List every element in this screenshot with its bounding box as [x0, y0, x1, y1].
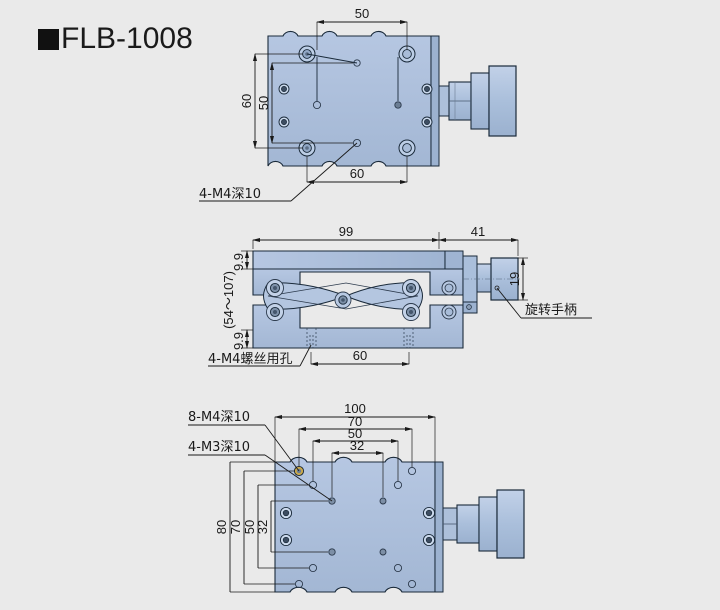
- dim-bottom-70-label: 70: [348, 414, 362, 429]
- bottom-view-dim-50: 50: [312, 426, 399, 481]
- dim-bottom-70v-label: 70: [228, 520, 243, 534]
- bottom-view-dim-32: 32: [331, 438, 384, 497]
- dim-bottom-32-label: 32: [350, 438, 364, 453]
- dim-side-99-label: 99: [339, 224, 353, 239]
- bottom-view-dim-32v: 32: [255, 500, 328, 553]
- bottom-view-dim-80v: 80: [214, 461, 275, 593]
- bottom-view-callout-4m3: 4-M3深10: [188, 440, 333, 502]
- callout-4m3-deep10-label: 4-M3深10: [188, 440, 250, 455]
- dim-top-60v-label: 60: [239, 94, 254, 108]
- bottom-view-side-screws: [279, 506, 436, 547]
- top-view-dim-60-vertical: 60: [239, 53, 303, 149]
- side-view-dim-99top: 9.9: [231, 250, 253, 271]
- top-view-dim-50-vertical: 50: [256, 62, 353, 144]
- dim-bottom-80-label: 80: [214, 520, 229, 534]
- side-view-dim-41: 41: [438, 224, 519, 256]
- side-view-end-face: [444, 250, 464, 270]
- dim-bottom-100-label: 100: [344, 401, 366, 416]
- side-view-callout-screwhole: 4-M4螺丝用孔: [208, 344, 312, 367]
- top-view-dim-50-horizontal: 50: [316, 6, 408, 50]
- bottom-view-dim-70v: 70: [228, 470, 295, 585]
- side-view-scissor-linkage: [263, 279, 423, 321]
- side-view-dim-99bottom: 9.9: [231, 329, 253, 350]
- bottom-view-handle: [442, 489, 525, 559]
- side-view-handle: [462, 255, 520, 314]
- side-view-dim-height-range: (54～107): [221, 271, 236, 329]
- side-view-callout-handle: 旋转手柄: [494, 285, 592, 319]
- top-view-callout-4m4: 4-M4深10: [199, 142, 358, 202]
- dim-bottom-32v-label: 32: [255, 520, 270, 534]
- side-view-dim-60: 60: [310, 348, 410, 367]
- bottom-view: 100 70 50 32: [188, 401, 525, 593]
- bottom-view-body: [274, 456, 444, 593]
- dim-side-41-label: 41: [471, 224, 485, 239]
- dim-side-height-range-label: (54～107): [221, 271, 236, 329]
- side-view-lower-carrier: [252, 304, 464, 349]
- top-view-side-screws: [278, 83, 433, 128]
- side-view-right-bores: [441, 280, 457, 320]
- side-view: 99 41 19 9.9: [208, 224, 592, 367]
- callout-rotary-handle-label: 旋转手柄: [525, 303, 577, 318]
- dim-side-step-bottom-label: 9.9: [231, 332, 246, 350]
- top-view: 50 60 60 50: [199, 6, 517, 202]
- side-view-hidden-holes: [306, 328, 414, 348]
- bottom-view-dim-50v: 50: [242, 484, 309, 569]
- top-view-dim-60-horizontal: 60: [306, 156, 408, 185]
- dim-bottom-50-label: 50: [348, 426, 362, 441]
- top-view-body: [267, 30, 440, 167]
- bottom-view-hole-pattern: [293, 465, 417, 589]
- dim-side-60-label: 60: [353, 348, 367, 363]
- dim-side-19-label: 19: [507, 272, 522, 286]
- side-view-dim-99: 99: [252, 224, 440, 249]
- bullet-square-icon: [38, 28, 59, 50]
- dim-top-50-label: 50: [355, 6, 369, 21]
- bottom-view-dim-70: 70: [298, 414, 413, 467]
- dim-side-step-top-label: 9.9: [231, 253, 246, 271]
- bottom-view-callout-8m4: 8-M4深10: [188, 410, 300, 472]
- callout-8m4-deep10-label: 8-M4深10: [188, 410, 250, 425]
- bottom-view-dim-100: 100: [274, 401, 436, 462]
- top-view-handle: [438, 65, 517, 137]
- callout-4m4-deep10-label: 4-M4深10: [199, 187, 261, 202]
- top-view-tapped-holes: [306, 53, 402, 148]
- callout-4m4-screwhole-label: 4-M4螺丝用孔: [208, 352, 292, 367]
- dim-top-60-label: 60: [350, 166, 364, 181]
- top-view-corner-holes: [298, 45, 416, 157]
- page-title: FLB-1008: [38, 24, 193, 54]
- dim-bottom-50v-label: 50: [242, 520, 257, 534]
- model-number-label: FLB-1008: [61, 22, 193, 55]
- side-view-dim-19: 19: [507, 257, 528, 301]
- side-view-upper-plate: [252, 250, 446, 270]
- dim-top-50v-label: 50: [256, 96, 271, 110]
